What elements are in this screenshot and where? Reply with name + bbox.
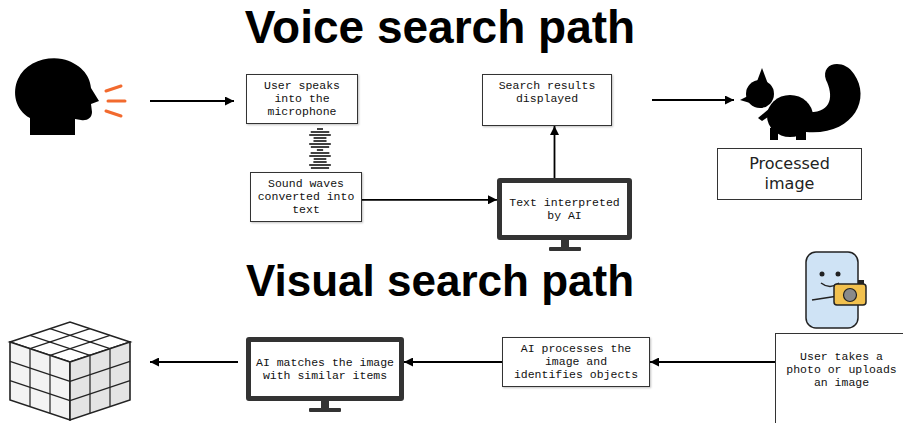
wave-stroke: [311, 167, 329, 169]
flow-arrow: [652, 99, 734, 101]
sound-wave-icon: [309, 129, 331, 168]
wave-stroke: [317, 149, 323, 151]
stand-neck: [321, 401, 329, 408]
wave-stroke: [317, 128, 323, 130]
wave-stroke: [311, 146, 329, 148]
smartphone-camera-icon: [806, 252, 866, 328]
cube-grid-line: [29, 349, 30, 407]
node-text: Search results displayed: [487, 79, 607, 105]
diagram-title: Voice search path: [0, 0, 880, 54]
flow-arrow: [150, 100, 234, 102]
process-box: User takes a photo or uploads an image: [775, 333, 903, 423]
monitor-box: AI matches the image with similar items: [246, 337, 404, 401]
wave-stroke: [314, 158, 327, 160]
flow-arrow: [554, 126, 556, 178]
flow-arrow: [150, 361, 238, 363]
cube-grid-line: [70, 381, 130, 401]
flow-arrow: [362, 199, 497, 201]
caption-box: Processed image: [717, 148, 862, 200]
node-text: Processed image: [740, 154, 839, 194]
stand-neck: [561, 240, 569, 247]
cube-grid-line: [49, 355, 50, 413]
wave-stroke: [309, 155, 331, 157]
stand-base: [309, 408, 341, 412]
wave-stroke: [311, 152, 330, 154]
wave-stroke: [309, 164, 331, 166]
wave-stroke: [309, 134, 331, 136]
cube-face: [10, 342, 70, 420]
monitor-stand: [543, 240, 587, 256]
speaker-head-icon: [15, 58, 99, 135]
cube-grid-line: [10, 381, 70, 401]
monitor-stand: [303, 401, 347, 417]
section-title: Visual search path: [0, 256, 880, 306]
process-box: User speaks into the microphone: [246, 74, 358, 124]
squirrel-silhouette: [740, 64, 861, 140]
flow-arrow: [404, 361, 502, 363]
stand-base: [549, 247, 581, 251]
cube-grid-line: [70, 361, 130, 381]
cube-grid-line: [89, 355, 90, 413]
node-text: Sound waves converted into text: [255, 177, 357, 217]
node-text: AI matches the image with similar items: [255, 356, 395, 382]
node-text: User takes a photo or uploads an image: [782, 350, 901, 390]
process-box: AI processes the image and identifies ob…: [502, 337, 650, 387]
monitor-box: Text interpreted by AI: [497, 178, 632, 240]
wave-stroke: [313, 161, 326, 163]
wave-stroke: [313, 140, 326, 142]
process-box: Sound waves converted into text: [250, 172, 362, 222]
flow-arrow: [650, 361, 775, 363]
node-text: Text interpreted by AI: [506, 196, 623, 222]
cube-grid-line: [10, 361, 70, 381]
wave-stroke: [311, 131, 330, 133]
connector-layer: [362, 126, 775, 362]
voice-lines-icon: [106, 86, 125, 116]
wave-stroke: [314, 137, 327, 139]
wave-stroke: [309, 143, 331, 145]
cube-face: [70, 342, 130, 420]
node-text: User speaks into the microphone: [251, 79, 353, 119]
node-text: AI processes the image and identifies ob…: [507, 342, 645, 382]
cube-grid-line: [109, 349, 110, 407]
cube-icon: [10, 322, 130, 420]
process-box: Search results displayed: [482, 74, 612, 126]
